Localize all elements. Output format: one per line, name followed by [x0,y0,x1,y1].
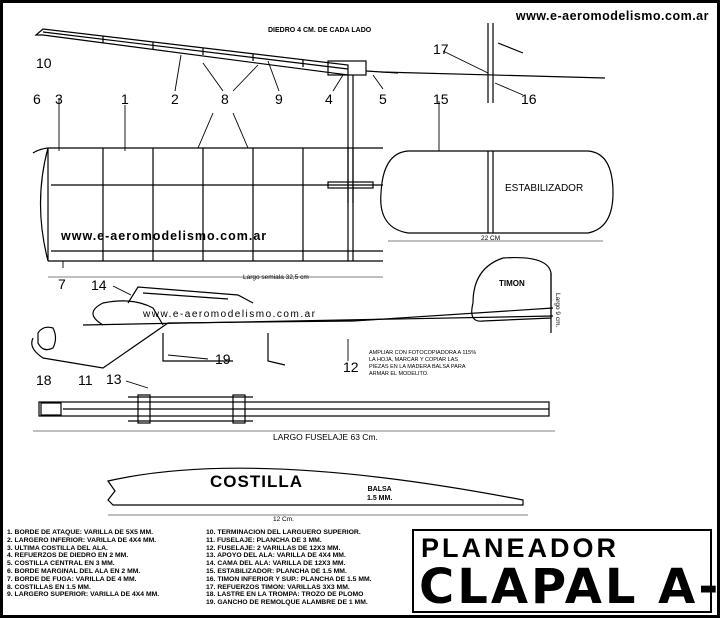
legend-item: 12. FUSELAJE: 2 VARILLAS DE 12X3 MM. [206,544,341,552]
title-box [412,529,712,613]
dihedral-note: DIEDRO 4 CM. DE CADA LADO [268,27,372,34]
legend-item: 15. ESTABILIZADOR: PLANCHA DE 1.5 MM. [206,567,347,575]
leader-lines [58,50,524,389]
legend-item: 19. GANCHO DE REMOLQUE ALAMBRE DE 1 MM. [206,599,368,607]
part-num-2: 2 [171,91,179,107]
legend-item: 4. REFUERZOS DE DIEDRO EN 2 MM. [7,552,129,560]
legend-item: 18. LASTRE EN LA TROMPA: TROZO DE PLOMO [206,591,364,599]
wing-plan-view [32,147,383,278]
site-url-wing: www.e-aeromodelismo.com.ar [61,229,268,243]
legend-item: 17. REFUERZOS TIMON: VARILLAS 3X3 MM. [206,583,350,591]
part-num-11: 11 [78,372,93,388]
part-num-8: 8 [221,91,229,107]
legend-item: 7. BORDE DE FUGA: VARILLA DE 4 MM. [7,575,137,583]
legend-item: 5. COSTILLA CENTRAL EN 3 MM. [7,560,115,568]
legend-item: 16. TIMON INFERIOR Y SUP.: PLANCHA DE 1.… [206,575,372,583]
legend-item: 9. LARGERO SUPERIOR: VARILLA DE 4X4 MM. [7,591,160,599]
part-num-3: 3 [55,91,63,107]
part-num-16: 16 [521,91,537,107]
part-num-12: 12 [343,359,359,375]
stab-width-label: 22 CM [481,235,501,242]
stabilizer-label: ESTABILIZADOR [505,183,584,194]
part-num-18: 18 [36,372,52,388]
part-num-5: 5 [379,91,387,107]
site-url-fuselage: www.e-aeromodelismo.com.ar [143,309,317,320]
part-num-15: 15 [433,91,449,107]
part-num-1: 1 [121,91,129,107]
legend-item: 14. CAMA DEL ALA: VARILLA DE 12X3 MM. [206,560,346,568]
part-num-17: 17 [433,41,449,57]
part-num-19: 19 [215,351,231,367]
rudder-label: TIMON [499,279,525,288]
part-num-14: 14 [91,277,107,293]
wing-span-note: Largo semiala 32,5 cm [243,274,309,281]
legend-item: 6. BORDE MARGINAL DEL ALA EN 2 MM. [7,567,141,575]
fuselage-side [31,256,554,369]
copy-note: AMPLIAR CON FOTOCOPIADORA A 115%LA HOJA,… [369,350,477,377]
rib-title: COSTILLA [210,472,303,491]
fuselage-top [33,394,555,432]
legend-item: 11. FUSELAJE: PLANCHA DE 3 MM. [206,536,322,544]
part-num-4: 4 [325,91,333,107]
model-name-title: CLAPAL A-1 [419,559,720,615]
legend-item: 2. LARGERO INFERIOR: VARILLA DE 4X4 MM. [7,536,157,544]
rib-length-label: 12 Cm. [273,516,294,523]
part-num-7: 7 [58,276,66,292]
part-num-10: 10 [36,55,52,71]
legend-item: 8. COSTILLAS EN 1.5 MM. [7,583,91,591]
legend-item: 13. APOYO DEL ALA: VARILLA DE 4X4 MM. [206,552,346,560]
part-num-13: 13 [106,371,122,387]
legend-item: 10. TERMINACION DEL LARGUERO SUPERIOR. [206,529,361,536]
part-num-9: 9 [275,91,283,107]
rib-drawing [106,467,528,516]
legend-item: 3. ULTIMA COSTILLA DEL ALA. [7,544,108,552]
stabilizer-plan [380,150,614,242]
legend-left: 1. BORDE DE ATAQUE: VARILLA DE 5X5 MM. 2… [7,529,159,599]
drawing [31,23,712,613]
legend-right: 10. TERMINACION DEL LARGUERO SUPERIOR. 1… [206,529,372,607]
fuselage-length-label: LARGO FUSELAJE 63 Cm. [273,432,378,442]
site-url-top: www.e-aeromodelismo.com.ar [515,9,709,23]
legend-item: 1. BORDE DE ATAQUE: VARILLA DE 5X5 MM. [7,529,154,536]
stab-front-view [380,23,606,103]
plane-type-title: PLANEADOR [421,533,620,563]
part-num-6: 6 [33,91,41,107]
rudder-height-label: Largo 9 cm. [554,293,561,328]
wing-front-view [34,28,399,203]
